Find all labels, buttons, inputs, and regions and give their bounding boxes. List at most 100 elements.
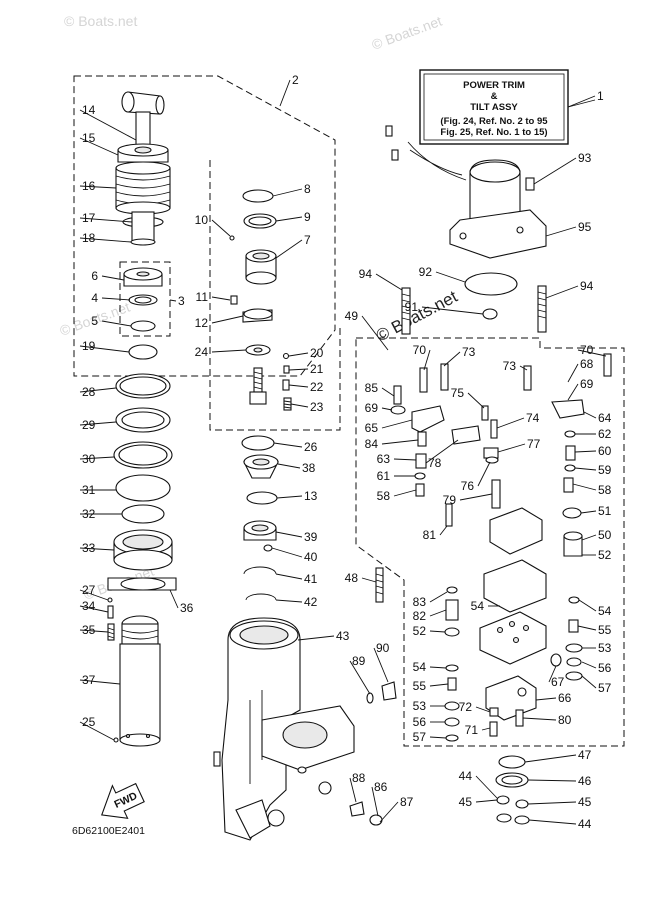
leader-line <box>439 525 448 536</box>
middle-parts <box>229 189 292 411</box>
leader-line <box>527 779 577 782</box>
callout-number: 22 <box>310 380 324 394</box>
leader-line <box>349 660 371 695</box>
leader-line <box>581 661 597 669</box>
callout-number: 79 <box>443 493 457 507</box>
callout-number: 1 <box>597 89 604 103</box>
leader-line <box>79 721 115 741</box>
callout-number: 90 <box>376 641 390 655</box>
leader-line <box>535 697 557 701</box>
leader-line <box>381 387 395 397</box>
callout-number: 81 <box>423 528 437 542</box>
callout-number: 59 <box>598 463 612 477</box>
title-line: & <box>491 91 498 102</box>
callout-number: 58 <box>377 489 391 503</box>
callout-number: 45 <box>459 795 473 809</box>
callout-number: 11 <box>196 290 209 304</box>
fwd-arrow: FWD <box>101 782 145 819</box>
watermark: © Boats.net <box>64 13 137 29</box>
leader-line <box>275 531 303 538</box>
callout-number: 7 <box>304 233 311 247</box>
main-cylinder-body <box>213 617 355 841</box>
leader-line <box>574 450 597 453</box>
leader-line <box>545 226 577 237</box>
leader-line <box>459 493 493 501</box>
leader-line <box>276 495 303 499</box>
callout-number: 16 <box>82 179 96 193</box>
callout-number: 17 <box>82 211 96 225</box>
leader-line <box>528 819 577 825</box>
title-box: POWER TRIM & TILT ASSY (Fig. 24, Ref. No… <box>419 69 569 145</box>
callout-number: 55 <box>598 623 612 637</box>
leader-line <box>361 315 389 351</box>
callout-number: 21 <box>310 362 324 376</box>
leader-line <box>429 609 447 617</box>
callout-number: 9 <box>304 210 311 224</box>
leader-line <box>429 591 448 603</box>
callout-number: 55 <box>413 679 427 693</box>
callout-number: 31 <box>82 483 96 497</box>
leader-line <box>275 239 303 259</box>
callout-number: 74 <box>526 411 540 425</box>
callout-number: 50 <box>598 528 612 542</box>
leader-line <box>429 736 447 739</box>
group-outline-cylinder <box>209 160 341 431</box>
leader-line <box>381 439 419 445</box>
callout-number: 38 <box>302 461 316 475</box>
callout-number: 15 <box>82 131 96 145</box>
callout-number: 6 <box>91 269 98 283</box>
callout-number: 89 <box>352 654 366 668</box>
callout-number: 44 <box>578 817 592 831</box>
lower-middle-parts <box>241 435 279 601</box>
callout-number: 70 <box>580 343 594 357</box>
leader-line <box>288 384 309 388</box>
callout-number: 73 <box>462 345 476 359</box>
callout-number: 88 <box>352 771 366 785</box>
callout-number: 78 <box>428 456 442 470</box>
group-outline-piston <box>119 261 171 337</box>
title-line: TILT ASSY <box>470 102 518 113</box>
leader-line <box>290 403 309 408</box>
callout-number: 8 <box>304 182 311 196</box>
callout-number: 45 <box>578 795 592 809</box>
leader-line <box>429 683 449 687</box>
leader-line <box>393 458 417 461</box>
callout-number: 19 <box>82 339 96 353</box>
leader-line <box>79 547 115 551</box>
callout-number: 37 <box>82 673 96 687</box>
leader-line <box>524 754 577 763</box>
bottom-seals <box>495 755 530 825</box>
callout-number: 95 <box>578 220 592 234</box>
watermark: © Boats.net <box>370 13 445 53</box>
leader-line <box>533 157 577 185</box>
callout-number: 86 <box>374 780 388 794</box>
callout-number: 40 <box>304 550 318 564</box>
leader-line <box>425 439 459 464</box>
leader-line <box>548 665 557 683</box>
group-outline-tilt-rod <box>73 75 336 377</box>
motor-assembly <box>385 125 547 335</box>
callout-number: 75 <box>451 386 465 400</box>
callout-number: 47 <box>578 748 592 762</box>
callout-number: 29 <box>82 418 96 432</box>
leader-line <box>275 216 303 222</box>
callout-number: 24 <box>195 345 209 359</box>
leader-line <box>288 352 309 357</box>
leader-line <box>169 589 179 609</box>
callout-number: 70 <box>413 343 427 357</box>
callout-number: 69 <box>580 377 594 391</box>
callout-number: 43 <box>336 629 350 643</box>
callout-number: 53 <box>598 641 612 655</box>
callout-number: 63 <box>377 452 391 466</box>
leader-line <box>583 411 597 419</box>
callout-number: 72 <box>459 700 473 714</box>
leader-line <box>79 137 119 156</box>
callout-number: 39 <box>304 530 318 544</box>
leader-line <box>361 577 377 583</box>
diagram-code: 6D62100E2401 <box>72 825 145 837</box>
callout-number: 53 <box>413 699 427 713</box>
callout-number: 84 <box>365 437 379 451</box>
leader-line <box>79 605 109 613</box>
leader-line <box>379 801 399 823</box>
